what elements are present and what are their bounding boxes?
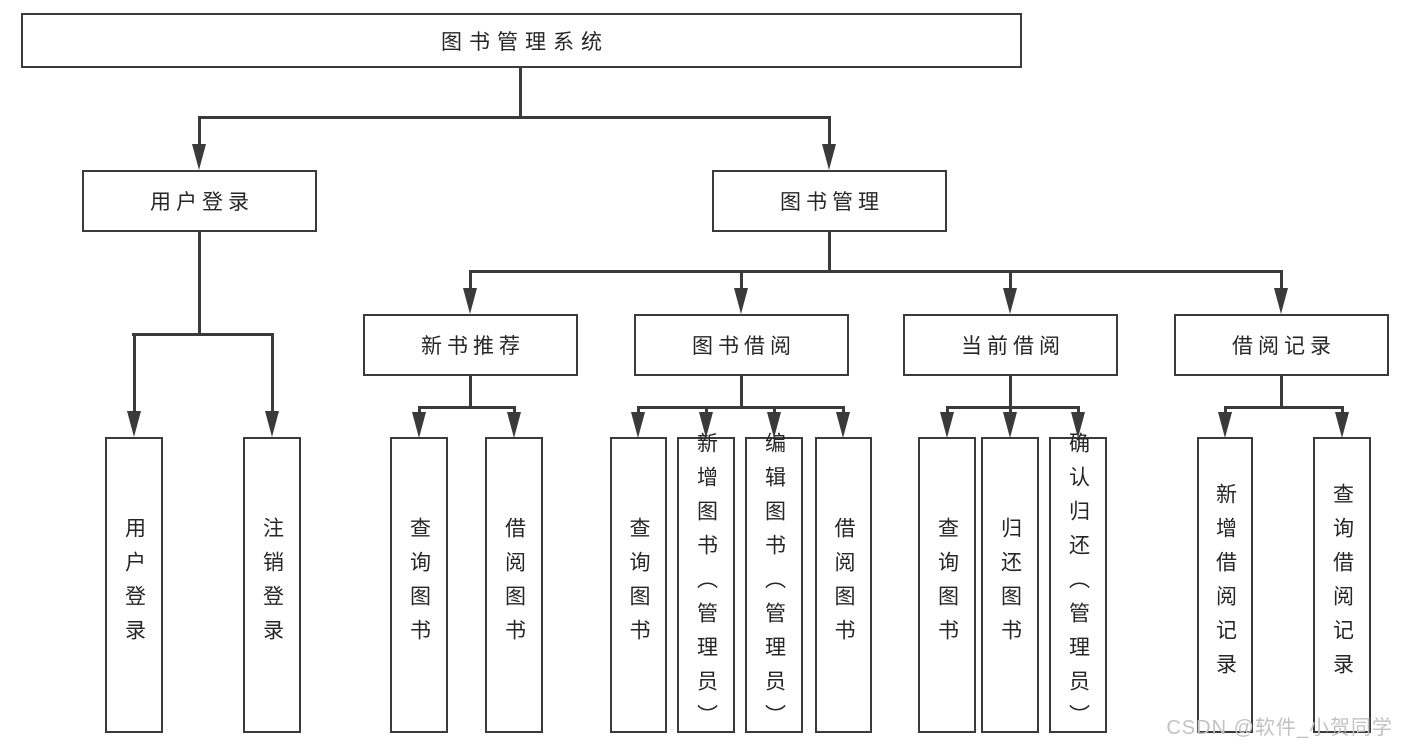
arrowhead-newbook-borrow [507,412,521,438]
connector-newbook-c2-drop [513,406,516,414]
node-user-login: 用户登录 [82,170,317,232]
node-user-login-label: 用户登录 [150,191,254,214]
arrowhead-records [1274,288,1288,314]
node-book-management-label: 图书管理 [780,191,884,214]
arrowhead-borrow-borrow [836,412,850,438]
leaf-borrow-add-admin: 新增图书（管理员） [677,432,735,738]
leaf-current-return-label: 归还图书 [998,517,1022,653]
connector-user-bus [132,333,273,336]
leaf-newbook-query-label: 查询图书 [407,517,431,653]
arrowhead-records-query [1335,412,1349,438]
arrowhead-current-query [940,412,954,438]
leaf-records-add: 新增借阅记录 [1197,437,1253,733]
watermark: CSDN @软件_小贺同学 [1166,717,1393,739]
arrowhead-newbook-query [412,412,426,438]
connector-user-login-drop [198,116,201,145]
connector-current-stem [1009,375,1012,408]
node-book-management: 图书管理 [712,170,947,232]
connector-borrow-drop [740,270,743,290]
leaf-borrow-borrow: 借阅图书 [815,437,872,733]
connector-records-bus [1224,406,1343,409]
connector-level2-bus [469,270,1282,273]
leaf-current-query-label: 查询图书 [935,517,959,653]
arrowhead-borrow-edit [767,412,781,438]
connector-current-c1-drop [946,406,949,414]
leaf-current-confirm-admin: 确认归还（管理员） [1049,432,1107,738]
node-borrow-records: 借阅记录 [1174,314,1389,376]
leaf-logout: 注销登录 [243,437,301,733]
arrowhead-current [1003,288,1017,314]
arrowhead-borrow-add [699,412,713,438]
node-book-borrow-label: 图书借阅 [692,335,796,358]
leaf-current-query: 查询图书 [918,437,976,733]
leaf-borrow-query-label: 查询图书 [627,517,651,653]
leaf-borrow-edit-admin: 编辑图书（管理员） [745,432,803,738]
arrowhead-user-login [192,144,206,170]
node-new-book-recommend-label: 新书推荐 [421,335,525,358]
leaf-borrow-borrow-label: 借阅图书 [832,517,856,653]
leaf-records-query: 查询借阅记录 [1313,437,1371,733]
arrowhead-current-return [1003,412,1017,438]
leaf-current-confirm-admin-label: 确认归还（管理员） [1066,432,1090,738]
connector-user-stem [198,232,201,335]
node-root-label: 图书管理系统 [441,30,609,54]
leaf-borrow-query: 查询图书 [610,437,667,733]
connector-borrow-c4-drop [842,406,845,414]
leaf-borrow-add-admin-label: 新增图书（管理员） [694,432,718,738]
node-current-borrow: 当前借阅 [903,314,1118,376]
arrowhead-book-mgmt [822,144,836,170]
connector-newbook-drop [469,270,472,290]
connector-current-drop [1009,270,1012,290]
arrowhead-current-confirm [1071,412,1085,438]
connector-newbook-stem [469,375,472,408]
connector-root-stem [519,68,522,118]
connector-level1-bus [198,116,831,119]
connector-newbook-c1-drop [418,406,421,414]
arrowhead-leaf-logout [265,411,279,437]
leaf-user-login-label: 用户登录 [122,517,146,653]
leaf-records-add-label: 新增借阅记录 [1213,483,1237,687]
leaf-records-query-label: 查询借阅记录 [1330,483,1354,687]
leaf-newbook-query: 查询图书 [390,437,448,733]
arrowhead-borrow-query [631,412,645,438]
node-new-book-recommend: 新书推荐 [363,314,578,376]
arrowhead-records-add [1218,412,1232,438]
connector-records-stem [1280,375,1283,408]
arrowhead-borrow [734,288,748,314]
connector-records-c1-drop [1224,406,1227,414]
arrowhead-leaf-login [127,411,141,437]
connector-current-c3-drop [1077,406,1080,414]
connector-records-c2-drop [1341,406,1344,414]
arrowhead-newbook [463,288,477,314]
node-current-borrow-label: 当前借阅 [961,335,1065,358]
leaf-borrow-edit-admin-label: 编辑图书（管理员） [762,432,786,738]
connector-borrow-stem [740,375,743,408]
connector-current-bus [946,406,1079,409]
connector-current-c2-drop [1009,406,1012,414]
connector-borrow-c2-drop [705,406,708,414]
leaf-newbook-borrow: 借阅图书 [485,437,543,733]
connector-borrow-c1-drop [637,406,640,414]
connector-book-mgmt-drop [828,116,831,145]
connector-borrow-bus [637,406,844,409]
connector-leaf-logout-drop [271,333,274,412]
connector-newbook-bus [418,406,515,409]
leaf-newbook-borrow-label: 借阅图书 [502,517,526,653]
leaf-current-return: 归还图书 [981,437,1039,733]
connector-book-stem [828,232,831,272]
node-root: 图书管理系统 [21,13,1022,68]
node-borrow-records-label: 借阅记录 [1232,335,1336,358]
connector-borrow-c3-drop [773,406,776,414]
leaf-logout-label: 注销登录 [260,517,284,653]
connector-leaf-login-drop [133,333,136,412]
leaf-user-login: 用户登录 [105,437,163,733]
node-book-borrow: 图书借阅 [634,314,849,376]
connector-records-drop [1280,270,1283,290]
